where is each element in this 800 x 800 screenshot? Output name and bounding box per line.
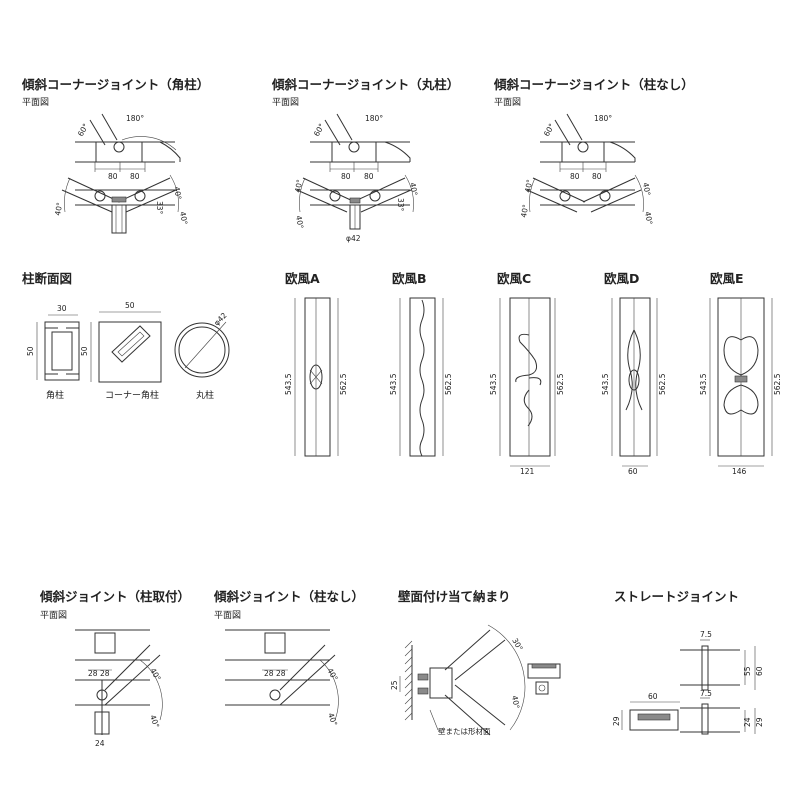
panel-ofu-d: 543.5 562.5 60 bbox=[601, 297, 667, 476]
angle-toritsuke-40a: 40° bbox=[148, 667, 163, 683]
dim-slope-nashi-28a: 28 bbox=[264, 669, 274, 678]
title-slope-toritsuke: 傾斜ジョイント（柱取付） bbox=[40, 589, 191, 604]
dim-straight-29b: 29 bbox=[755, 717, 764, 727]
dim-ofu-c-h2: 562.5 bbox=[556, 373, 565, 395]
dim-maru-phi42: φ42 bbox=[346, 234, 361, 243]
angle-nashi-40a: 40° bbox=[523, 178, 534, 193]
angle-nashi-40c: 40° bbox=[519, 203, 530, 218]
title-ofu-b: 欧風B bbox=[392, 271, 427, 286]
diagram-corner-kakubashira: 80 80 60° 180° 40° 40° 40° 33° bbox=[53, 113, 189, 234]
sub-corner-nashi: 平面図 bbox=[494, 98, 522, 108]
angle-kaku-33: 33° bbox=[155, 201, 164, 215]
dim-straight-24: 24 bbox=[743, 717, 752, 727]
dim-nashi-80b: 80 bbox=[592, 172, 602, 181]
dim-kaku-h50: 50 bbox=[26, 346, 35, 356]
diagram-pillar-section: 30 50 50 50 φ42 bbox=[26, 301, 230, 383]
dim-ofu-d-h1: 543.5 bbox=[601, 373, 610, 395]
dim-ofu-c-w: 121 bbox=[520, 467, 535, 476]
title-corner-kakubashira: 傾斜コーナージョイント（角柱） bbox=[22, 77, 210, 92]
dim-toritsuke-24: 24 bbox=[95, 739, 105, 748]
angle-maru-40a: 40° bbox=[293, 178, 304, 193]
dim-ofu-c-h1: 543.5 bbox=[489, 373, 498, 395]
diagram-slope-nashi: 28 28 40° 40° bbox=[225, 629, 340, 728]
dim-ofu-e-w: 146 bbox=[732, 467, 747, 476]
angle-slope-nashi-40b: 40° bbox=[326, 712, 339, 728]
diagram-corner-marubashira: 80 80 60° 180° 40° 40° 40° 33° φ42 bbox=[293, 113, 419, 243]
dim-straight-7-5a: 7.5 bbox=[700, 630, 712, 639]
dim-maru-80b: 80 bbox=[364, 172, 374, 181]
angle-wall-30: 30° bbox=[510, 637, 525, 653]
dim-toritsuke-28a: 28 bbox=[88, 669, 98, 678]
dim-corner-h50: 50 bbox=[80, 346, 89, 356]
caption-corner-kakubashira: コーナー角柱 bbox=[105, 391, 160, 401]
diagram-wall: 30° 40° 25 壁または形材面 bbox=[390, 624, 561, 736]
angle-maru-180: 180° bbox=[365, 114, 383, 123]
dim-straight-60b: 60 bbox=[648, 692, 658, 701]
title-ofu-e: 欧風E bbox=[710, 271, 744, 286]
angle-maru-60: 60° bbox=[312, 122, 327, 138]
angle-kaku-60: 60° bbox=[76, 122, 91, 138]
angle-toritsuke-40b: 40° bbox=[148, 714, 161, 730]
dim-ofu-e-h2: 562.5 bbox=[773, 373, 782, 395]
dim-toritsuke-28b: 28 bbox=[100, 669, 110, 678]
dim-straight-29a: 29 bbox=[612, 716, 621, 726]
sub-corner-kakubashira: 平面図 bbox=[22, 98, 50, 108]
angle-wall-40: 40° bbox=[510, 695, 521, 710]
title-straight: ストレートジョイント bbox=[614, 589, 740, 604]
angle-nashi-60: 60° bbox=[542, 122, 557, 138]
sub-slope-toritsuke: 平面図 bbox=[40, 611, 68, 621]
caption-kakubashira: 角柱 bbox=[46, 391, 65, 401]
sub-corner-marubashira: 平面図 bbox=[272, 98, 300, 108]
angle-kaku-180: 180° bbox=[126, 114, 144, 123]
panel-ofu-e: 543.5 562.5 146 bbox=[699, 297, 782, 476]
dim-ofu-d-w: 60 bbox=[628, 467, 638, 476]
title-ofu-c: 欧風C bbox=[497, 271, 532, 286]
dim-wall-25: 25 bbox=[390, 680, 399, 690]
dim-slope-nashi-28b: 28 bbox=[276, 669, 286, 678]
angle-maru-40b: 40° bbox=[408, 182, 419, 197]
diagram-slope-toritsuke: 28 28 40° 40° 24 bbox=[75, 629, 163, 748]
dim-straight-60a: 60 bbox=[755, 666, 764, 676]
dim-ofu-e-h1: 543.5 bbox=[699, 373, 708, 395]
dim-kaku-80a: 80 bbox=[108, 172, 118, 181]
diagram-corner-nashi: 80 80 60° 180° 40° 40° 40° 40° bbox=[519, 113, 654, 226]
caption-marubashira: 丸柱 bbox=[196, 391, 215, 401]
caption-wall: 壁または形材面 bbox=[438, 726, 491, 736]
diagram-straight: 7.5 55 60 60 29 7.5 24 29 bbox=[612, 630, 764, 735]
dim-ofu-b-h2: 562.5 bbox=[444, 373, 453, 395]
angle-nashi-180: 180° bbox=[594, 114, 612, 123]
sub-slope-nashi: 平面図 bbox=[214, 611, 242, 621]
title-wall: 壁面付け当て納まり bbox=[398, 589, 511, 604]
angle-maru-33: 33° bbox=[396, 198, 405, 212]
title-corner-nashi: 傾斜コーナージョイント（柱なし） bbox=[494, 77, 694, 92]
dim-nashi-80a: 80 bbox=[570, 172, 580, 181]
title-slope-nashi: 傾斜ジョイント（柱なし） bbox=[214, 589, 365, 604]
panel-ofu-a: 543.5 562.5 bbox=[284, 297, 348, 457]
title-ofu-d: 欧風D bbox=[604, 271, 640, 286]
angle-maru-40c: 40° bbox=[294, 215, 305, 230]
angle-kaku-40b: 40° bbox=[178, 211, 189, 226]
dim-ofu-d-h2: 562.5 bbox=[658, 373, 667, 395]
angle-kaku-40c: 40° bbox=[53, 201, 64, 216]
dim-kaku-80b: 80 bbox=[130, 172, 140, 181]
dim-ofu-a-h2: 562.5 bbox=[339, 373, 348, 395]
title-ofu-a: 欧風A bbox=[285, 271, 320, 286]
dim-maru-section-phi42: φ42 bbox=[212, 311, 229, 328]
dim-straight-55: 55 bbox=[743, 666, 752, 676]
dim-straight-7-5b: 7.5 bbox=[700, 689, 712, 698]
panel-ofu-b: 543.5 562.5 bbox=[389, 297, 453, 457]
dim-ofu-b-h1: 543.5 bbox=[389, 373, 398, 395]
angle-nashi-40d: 40° bbox=[643, 211, 654, 226]
title-corner-marubashira: 傾斜コーナージョイント（丸柱） bbox=[272, 77, 460, 92]
dim-kaku-w30: 30 bbox=[57, 304, 67, 313]
title-pillar-section: 柱断面図 bbox=[22, 271, 73, 286]
panel-ofu-c: 543.5 562.5 121 bbox=[489, 297, 565, 476]
angle-nashi-40b: 40° bbox=[641, 182, 652, 197]
dim-ofu-a-h1: 543.5 bbox=[284, 373, 293, 395]
angle-kaku-40a: 40° bbox=[172, 186, 183, 201]
dim-corner-w50: 50 bbox=[125, 301, 135, 310]
dim-maru-80a: 80 bbox=[341, 172, 351, 181]
